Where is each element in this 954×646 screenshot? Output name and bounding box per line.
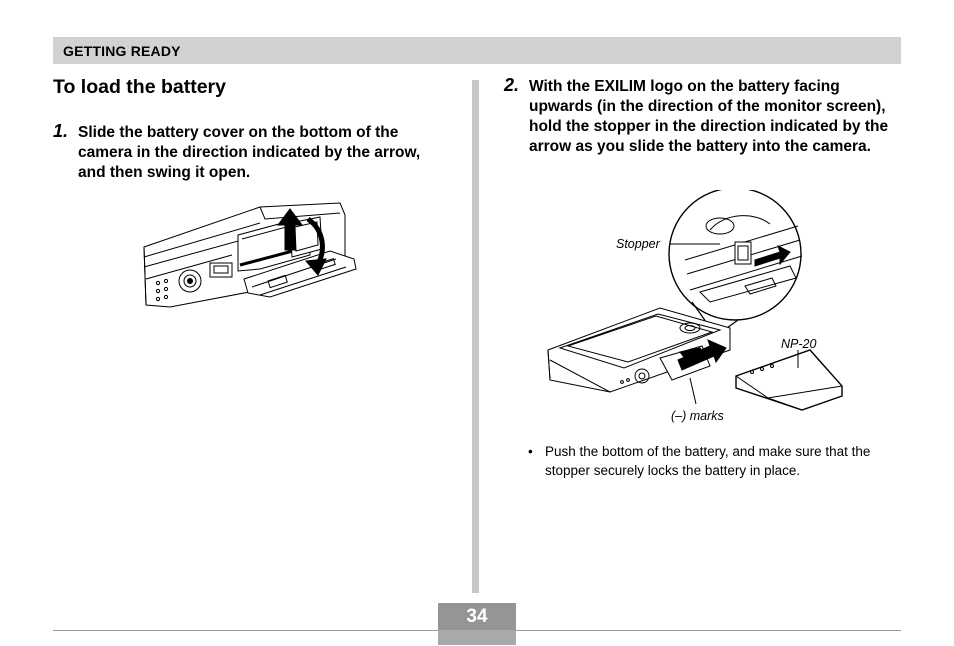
minus-marks-callout: (–) marks	[671, 409, 724, 423]
page-number: 34	[466, 606, 488, 627]
battery-insert-illustration	[540, 187, 850, 425]
bullet-text: Push the bottom of the battery, and make…	[545, 444, 871, 478]
column-divider	[472, 80, 479, 593]
step-2-text: With the EXILIM logo on the battery faci…	[529, 78, 889, 155]
step-2-number: 2.	[504, 75, 520, 95]
section-header-label: GETTING READY	[63, 43, 181, 59]
page-title: To load the battery	[53, 76, 226, 98]
stopper-callout: Stopper	[616, 237, 660, 251]
page-number-tab-top	[438, 603, 516, 630]
section-header-bar: GETTING READY	[53, 37, 901, 64]
battery-model-callout: NP-20	[781, 337, 817, 351]
battery-cover-illustration	[140, 195, 360, 315]
page-number-tab: 34	[438, 603, 516, 645]
bullet-symbol: •	[528, 444, 533, 459]
step-1-text: Slide the battery cover on the bottom of…	[78, 124, 421, 181]
step-1-number: 1.	[53, 121, 69, 141]
